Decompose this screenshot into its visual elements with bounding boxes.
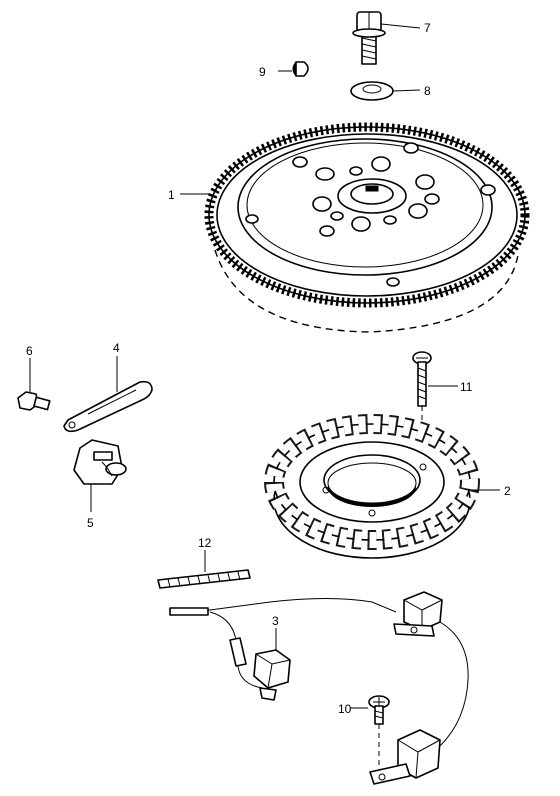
- callout-12: 12: [198, 536, 212, 550]
- screw: [368, 695, 390, 768]
- callout-8: 7: [424, 21, 431, 35]
- callout-2: 2: [504, 484, 511, 498]
- callout-1: 1: [168, 188, 175, 202]
- washer: [350, 81, 394, 101]
- small-bolt: [17, 391, 51, 411]
- callout-10: 9: [259, 65, 266, 79]
- woodruff-key: [292, 61, 309, 77]
- stator: [264, 414, 480, 559]
- callout-7: 5: [87, 516, 94, 530]
- flywheel: [204, 122, 530, 333]
- callout-3: 3: [272, 614, 279, 628]
- bracket: [63, 380, 153, 433]
- sensor: [73, 439, 127, 485]
- callout-5: 10: [338, 702, 352, 716]
- callout-6: 6: [26, 344, 33, 358]
- callout-4: 4: [113, 341, 120, 355]
- callout-9: 8: [424, 84, 431, 98]
- stator-screw: [412, 351, 432, 455]
- pulser-harness: [169, 591, 469, 785]
- sleeve: [157, 569, 251, 589]
- callout-11: 11: [460, 380, 473, 394]
- flywheel-bolt: [352, 11, 386, 65]
